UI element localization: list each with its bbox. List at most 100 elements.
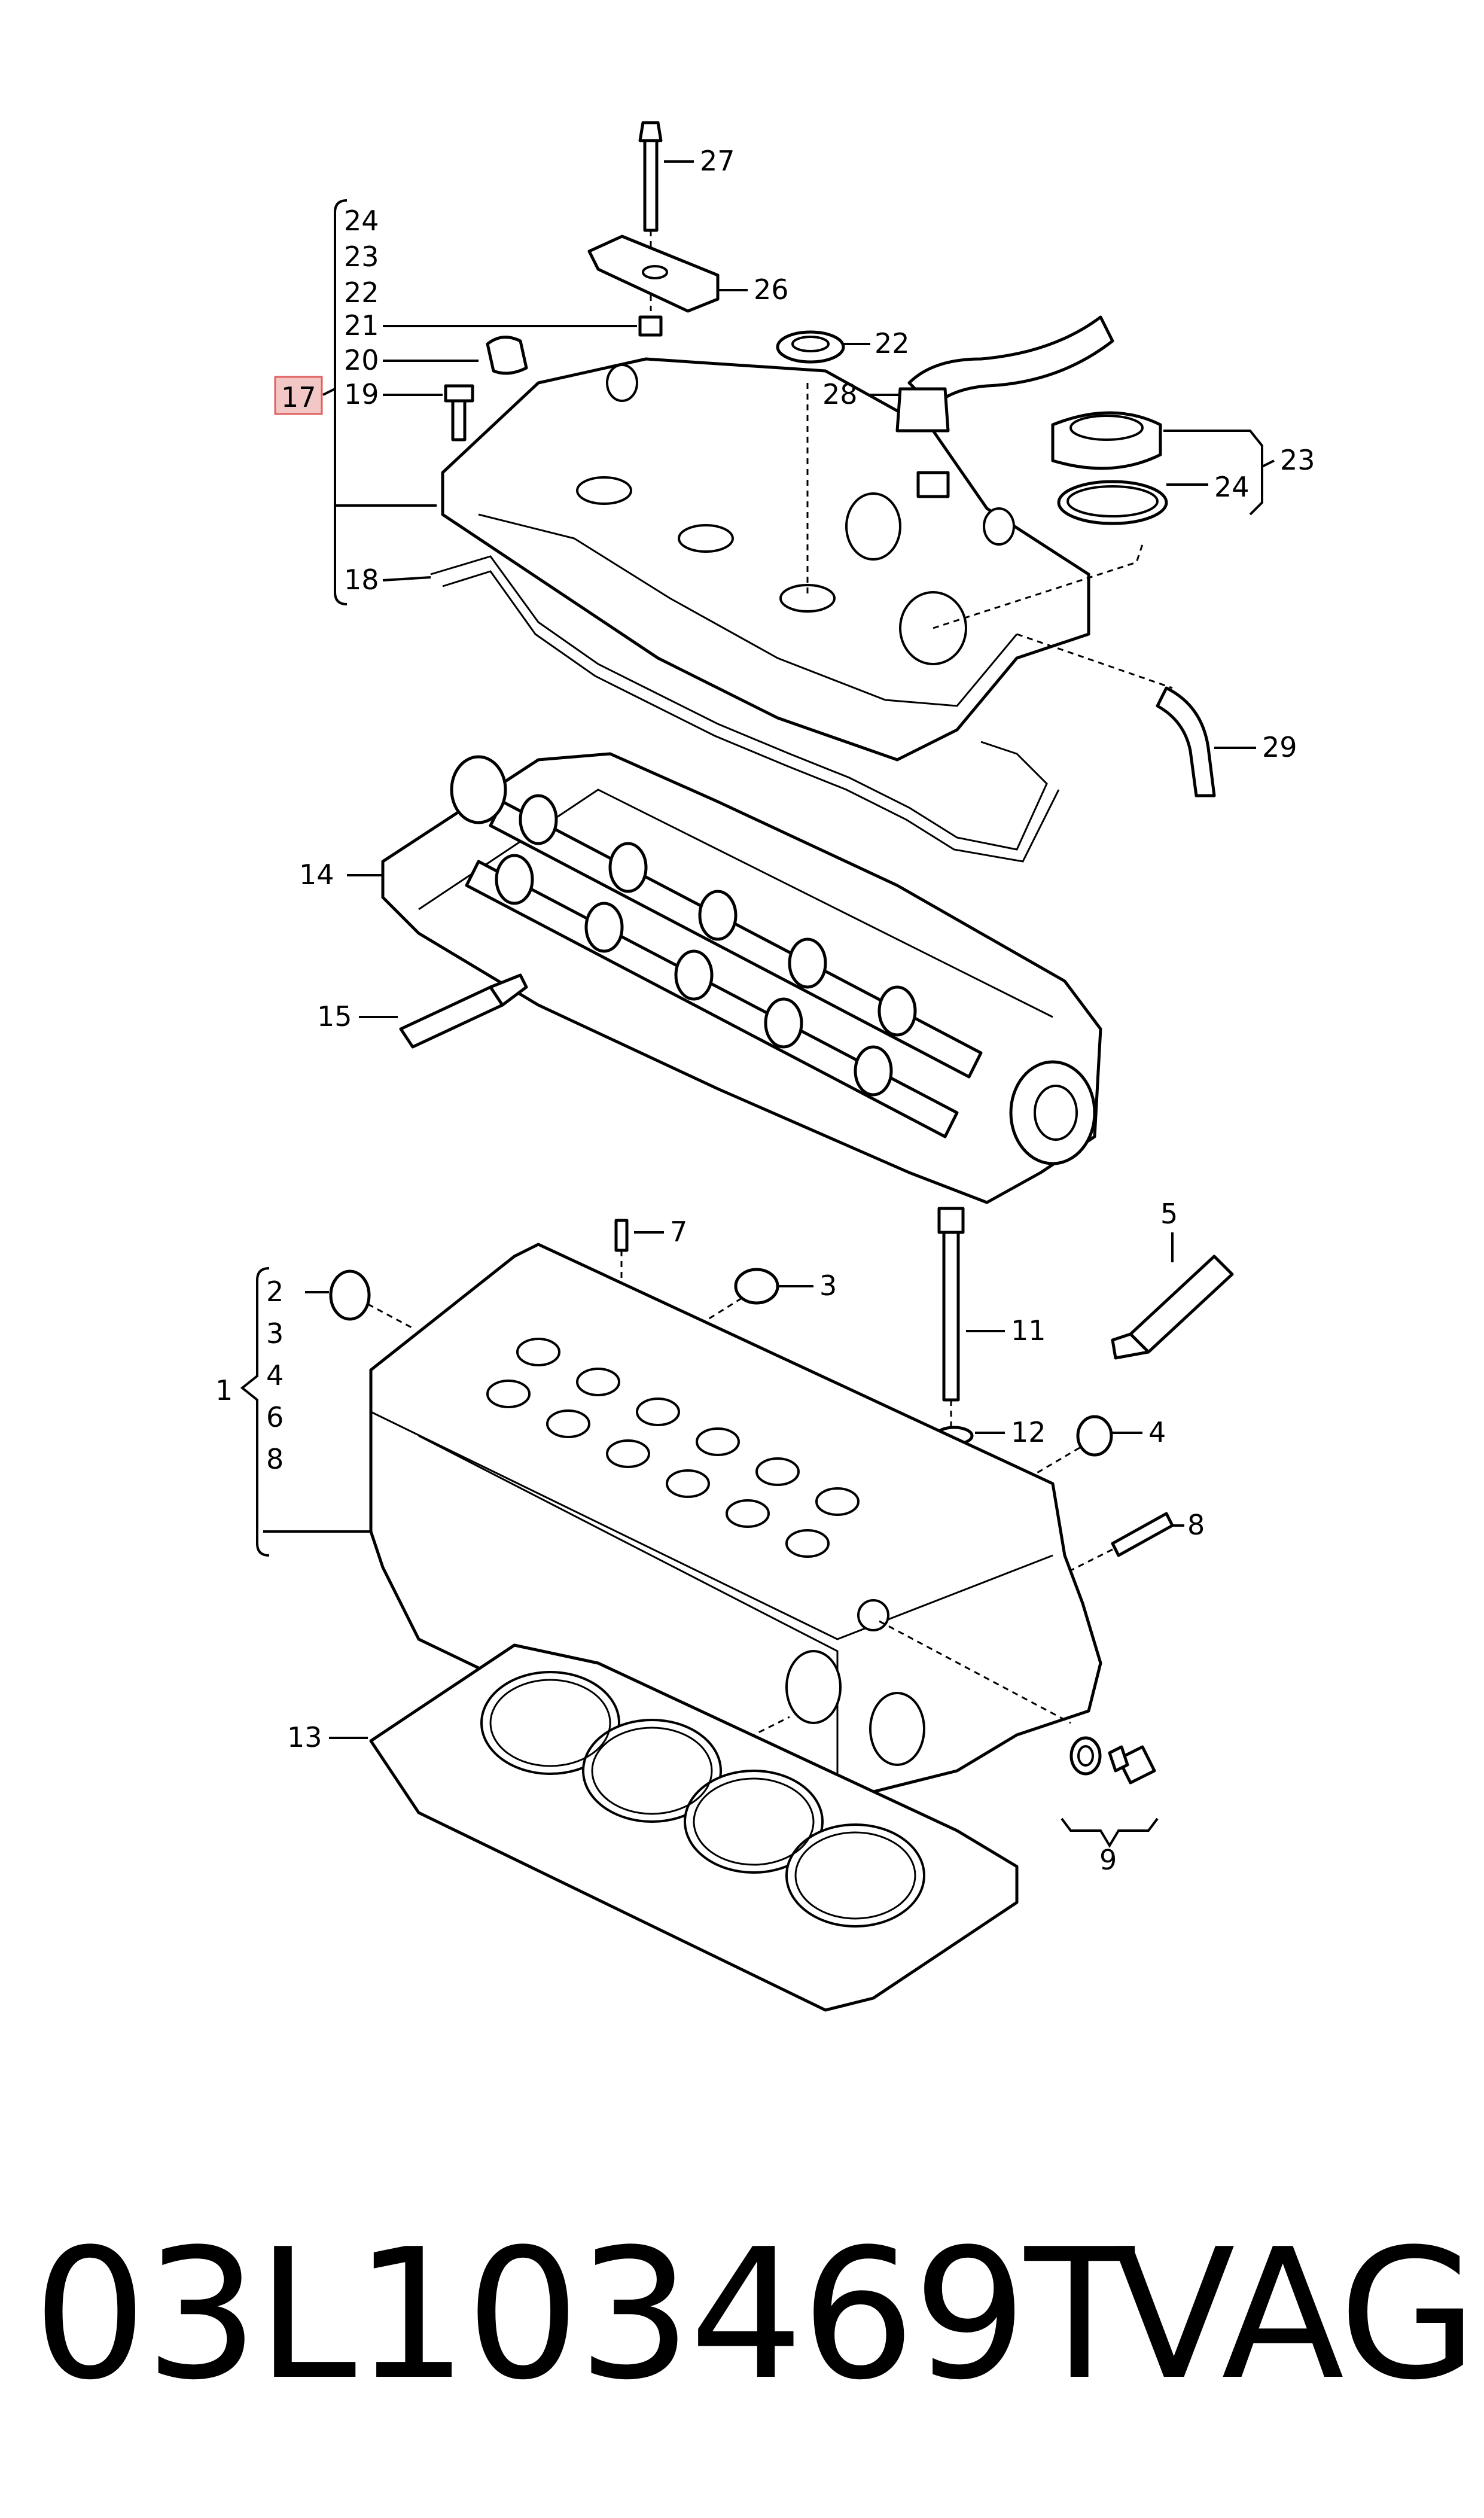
cam-lobe-1: [519, 794, 558, 845]
valve-pocket-2: [576, 1368, 620, 1396]
plug-20: [486, 336, 528, 375]
callout-18[interactable]: 18: [344, 564, 379, 596]
seal-22-hole: [791, 336, 830, 352]
head-port-1: [785, 1650, 842, 1724]
valve-pocket-10: [666, 1469, 710, 1498]
plug-9: [1117, 1745, 1156, 1785]
plug-2: [329, 1269, 371, 1321]
gasket-bore-3: [684, 1770, 824, 1874]
cover-boss-left: [606, 364, 638, 402]
callout-17-highlight: [274, 376, 323, 415]
valve-pocket-3: [636, 1397, 680, 1426]
footer: 03L103469T VAG: [0, 2178, 1484, 2453]
callout-9[interactable]: 9: [1099, 1844, 1117, 1876]
sealant-tube-15: [399, 985, 504, 1049]
gasket-18: [430, 555, 1048, 851]
callout-1[interactable]: 1: [215, 1374, 233, 1406]
gasket-ring-4: [794, 1831, 916, 1920]
gasket-bore-1: [480, 1671, 620, 1775]
valve-pocket-4: [696, 1427, 740, 1456]
callout-19[interactable]: 19: [344, 378, 379, 410]
cam-lobe-10: [854, 1045, 893, 1097]
cam-lobe-5: [877, 985, 917, 1037]
gasket-ring-3: [693, 1777, 815, 1866]
group1-label-6[interactable]: 6: [266, 1401, 284, 1433]
plug-9-thread: [1108, 1745, 1129, 1773]
callout-11[interactable]: 11: [1011, 1314, 1046, 1347]
callout-9-brace: [1061, 1817, 1159, 1848]
head-axis-9: [879, 1620, 1071, 1724]
callout-20[interactable]: 20: [344, 344, 379, 376]
valve-pocket-1: [516, 1338, 560, 1366]
sealant-tube-5: [1129, 1255, 1234, 1354]
callout-21[interactable]: 21: [344, 309, 379, 342]
callout-8[interactable]: 8: [1187, 1509, 1205, 1541]
stud-8-axis: [1064, 1548, 1113, 1575]
callout-22[interactable]: 22: [874, 327, 910, 360]
head-edge-side: [418, 1435, 839, 1813]
callout-24[interactable]: 24: [1214, 471, 1250, 503]
group1-label-3[interactable]: 3: [266, 1317, 284, 1350]
callout-14[interactable]: 14: [299, 858, 334, 891]
callout-5[interactable]: 5: [1160, 1198, 1178, 1230]
valve-pocket-12: [785, 1529, 830, 1558]
cam-lobe-4: [788, 937, 827, 989]
housing-front-seal: [450, 755, 507, 824]
callout-23[interactable]: 23: [1280, 444, 1315, 476]
exploded-parts-diagram: 17 24 23 22 21 20 19 18 27 26 22: [215, 121, 1315, 2012]
hose-28-connector: [895, 387, 950, 433]
callout-17[interactable]: 17: [281, 381, 316, 413]
brand-name: VAG: [1113, 2211, 1477, 2419]
cam-lobe-8: [674, 949, 714, 1001]
cam-lobe-7: [584, 902, 624, 953]
callout-18-leader: [382, 576, 431, 581]
cover-hole-1: [576, 476, 632, 505]
callout-17-leader: [322, 388, 336, 396]
cover-axis-29: [1016, 633, 1173, 689]
o-ring-24-inner: [1066, 485, 1159, 517]
bolt-27-head: [638, 121, 663, 142]
part-number: 03L103469T: [33, 2211, 1134, 2419]
callout-15[interactable]: 15: [317, 1000, 352, 1033]
valve-pocket-7: [486, 1380, 531, 1408]
group17-label-24[interactable]: 24: [344, 205, 379, 237]
valve-cover-edge: [478, 513, 1018, 707]
callout-27[interactable]: 27: [700, 145, 735, 177]
cam-lobe-3: [698, 890, 738, 941]
plug-3: [734, 1268, 779, 1305]
valve-pocket-8: [546, 1409, 590, 1438]
cover-axis-23: [933, 544, 1144, 629]
group17-label-23[interactable]: 23: [344, 240, 379, 273]
grommet-21: [638, 315, 663, 337]
cam-lobe-2: [608, 842, 648, 893]
gasket-bore-2: [582, 1719, 722, 1823]
gasket-ring-2: [591, 1727, 713, 1815]
callout-28[interactable]: 28: [822, 378, 858, 410]
oil-cap-top: [1069, 415, 1144, 441]
group1-label-8[interactable]: 8: [266, 1443, 284, 1475]
callout-23-brace: [1163, 430, 1263, 516]
gasket-18-inner: [442, 570, 1060, 863]
callout-4[interactable]: 4: [1148, 1416, 1166, 1448]
screw-19-shaft: [451, 399, 467, 442]
group17-label-22[interactable]: 22: [344, 276, 379, 309]
plug-4-axis: [1028, 1447, 1080, 1479]
valve-cover: [441, 357, 1090, 762]
callout-13[interactable]: 13: [287, 1721, 322, 1753]
callout-3[interactable]: 3: [819, 1269, 837, 1302]
cam-lobe-9: [764, 997, 803, 1049]
stud-8: [1111, 1512, 1174, 1557]
cover-breather-port: [845, 492, 901, 561]
callout-23-tick: [1261, 459, 1275, 468]
callout-29[interactable]: 29: [1262, 731, 1297, 763]
breather-stub: [916, 471, 950, 498]
group-1-brace: [240, 1267, 270, 1557]
cover-boss-right: [983, 507, 1015, 546]
plug-4: [1076, 1415, 1113, 1457]
group1-label-4[interactable]: 4: [266, 1359, 284, 1392]
callout-7[interactable]: 7: [670, 1216, 687, 1248]
callout-2[interactable]: 2: [266, 1275, 284, 1308]
head-port-2: [869, 1692, 925, 1766]
housing-rear-hole: [1034, 1085, 1078, 1141]
callout-26[interactable]: 26: [754, 273, 789, 306]
